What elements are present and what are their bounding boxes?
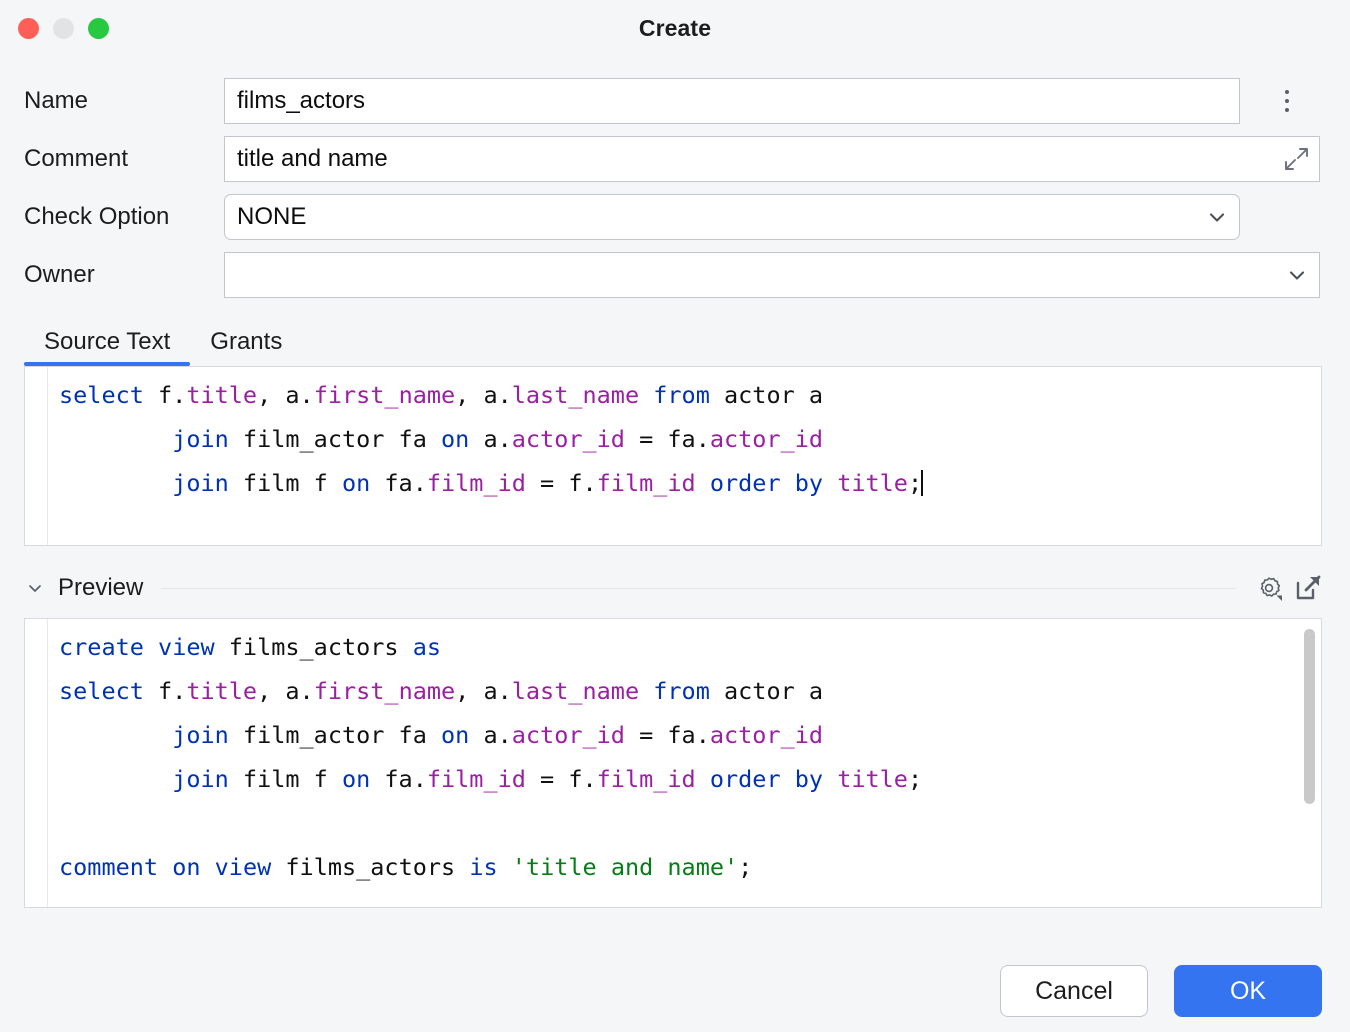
preview-editor[interactable]: create view films_actors as select f.titl…: [24, 618, 1322, 908]
preview-header-actions: [1254, 573, 1322, 603]
chevron-down-icon[interactable]: [24, 578, 46, 598]
vertical-scrollbar[interactable]: [1304, 629, 1315, 804]
preview-title: Preview: [58, 574, 144, 601]
source-text-editor[interactable]: select f.title, a.first_name, a.last_nam…: [24, 366, 1322, 546]
preview-gutter: [25, 619, 48, 907]
owner-select[interactable]: [224, 252, 1320, 298]
comment-input[interactable]: title and name: [224, 136, 1320, 182]
check-option-value: NONE: [237, 203, 307, 230]
kebab-menu-icon[interactable]: [1264, 90, 1310, 112]
preview-divider: [161, 587, 1236, 589]
maximize-button[interactable]: [88, 17, 109, 39]
window-controls: [0, 17, 109, 39]
code-line: join film f on fa.film_id = f.film_id or…: [172, 469, 924, 497]
code-line: comment on view films_actors is 'title a…: [59, 853, 753, 881]
window-title: Create: [638, 14, 712, 41]
expand-arrows-icon[interactable]: [1283, 146, 1309, 172]
code-line: select f.title, a.first_name, a.last_nam…: [59, 381, 824, 409]
form-row-check-option: Check Option NONE: [0, 188, 1350, 246]
dialog-footer: Cancel OK: [0, 950, 1350, 1032]
preview-header: Preview: [24, 568, 1322, 608]
gear-icon[interactable]: [1254, 573, 1284, 603]
preview-code: create view films_actors as select f.titl…: [25, 619, 1321, 889]
comment-input-value: title and name: [237, 145, 388, 172]
cancel-button[interactable]: Cancel: [1000, 965, 1148, 1017]
text-caret: [921, 470, 924, 496]
tab-grants[interactable]: Grants: [210, 328, 283, 355]
minimize-button[interactable]: [53, 17, 74, 39]
open-in-new-window-icon[interactable]: [1294, 574, 1322, 602]
check-option-select[interactable]: NONE: [224, 194, 1240, 240]
chevron-down-icon[interactable]: [1285, 263, 1309, 287]
create-view-form: Name films_actors Comment title and name…: [0, 56, 1350, 304]
form-row-name: Name films_actors: [0, 72, 1350, 130]
code-line: join film_actor fa on a.actor_id = fa.ac…: [172, 425, 824, 453]
code-line: join film_actor fa on a.actor_id = fa.ac…: [172, 721, 824, 749]
name-label: Name: [24, 87, 89, 114]
owner-label: Owner: [24, 261, 95, 288]
code-line: create view films_actors as: [59, 633, 442, 661]
form-row-owner: Owner: [0, 246, 1350, 304]
close-button[interactable]: [18, 17, 39, 39]
editor-gutter: [25, 367, 48, 545]
form-row-comment: Comment title and name: [0, 130, 1350, 188]
code-line: join film f on fa.film_id = f.film_id or…: [172, 765, 923, 793]
comment-label: Comment: [24, 145, 129, 172]
window-titlebar: Create: [0, 0, 1350, 56]
tab-source-text[interactable]: Source Text: [24, 328, 191, 366]
name-input-value: films_actors: [237, 87, 366, 114]
ok-button[interactable]: OK: [1174, 965, 1322, 1017]
code-line: select f.title, a.first_name, a.last_nam…: [59, 677, 824, 705]
check-option-label: Check Option: [24, 203, 170, 230]
code-line: [59, 801, 1321, 845]
name-input[interactable]: films_actors: [224, 78, 1240, 124]
source-text-code: select f.title, a.first_name, a.last_nam…: [25, 367, 1321, 505]
chevron-down-icon[interactable]: [1205, 205, 1229, 229]
editor-tabs: Source Text Grants: [0, 320, 1350, 366]
